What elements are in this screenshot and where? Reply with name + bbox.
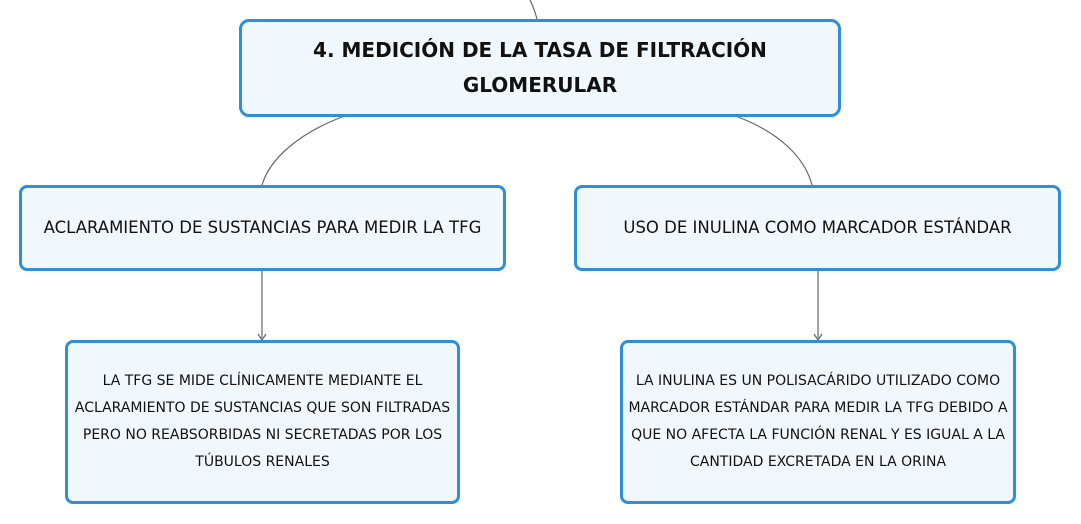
branch-node-clearance-text: ACLARAMIENTO DE SUSTANCIAS PARA MEDIR LA…	[43, 218, 482, 237]
root-node[interactable]: 4. MEDICIÓN DE LA TASA DE FILTRACIÓN GLO…	[239, 19, 841, 117]
root-node-text: 4. MEDICIÓN DE LA TASA DE FILTRACIÓN GLO…	[313, 38, 767, 97]
connector-root-to-right-branch	[737, 116, 813, 186]
leaf-node-inulin-description[interactable]: LA INULINA ES UN POLISACÁRIDO UTILIZADO …	[620, 340, 1016, 504]
connector-root-to-left-branch	[261, 116, 343, 186]
leaf-node-inulin-description-text: LA INULINA ES UN POLISACÁRIDO UTILIZADO …	[628, 373, 1008, 470]
branch-node-clearance[interactable]: ACLARAMIENTO DE SUSTANCIAS PARA MEDIR LA…	[19, 185, 506, 271]
leaf-node-clearance-description[interactable]: LA TFG SE MIDE CLÍNICAMENTE MEDIANTE EL …	[65, 340, 460, 504]
branch-node-inulin[interactable]: USO DE INULINA COMO MARCADOR ESTÁNDAR	[574, 185, 1061, 271]
branch-node-inulin-text: USO DE INULINA COMO MARCADOR ESTÁNDAR	[623, 218, 1012, 237]
incoming-connector	[529, 0, 538, 20]
leaf-node-clearance-description-text: LA TFG SE MIDE CLÍNICAMENTE MEDIANTE EL …	[74, 373, 451, 470]
